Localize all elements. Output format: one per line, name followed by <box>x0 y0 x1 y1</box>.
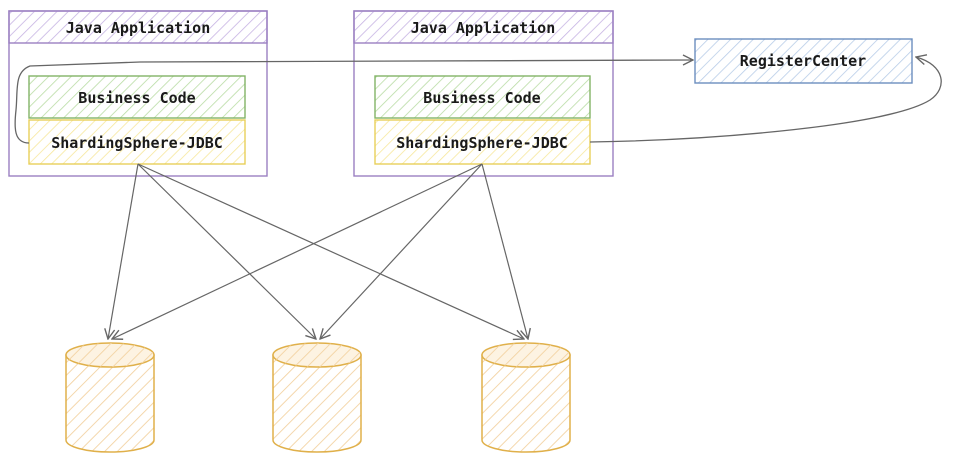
business-code-label-2: Business Code <box>423 89 540 107</box>
business-code-box-2 <box>374 75 591 119</box>
java-application-1: Java Application Business Code ShardingS… <box>8 10 268 177</box>
app-title-1: Java Application <box>66 19 211 37</box>
app-header-1 <box>8 10 268 44</box>
jdbc-box-2 <box>374 119 591 165</box>
jdbc1-to-db1-arrow <box>108 163 139 339</box>
java-application-2: Java Application Business Code ShardingS… <box>353 10 614 177</box>
business-code-label-1: Business Code <box>78 89 195 107</box>
jdbc2-to-register-arrow <box>589 57 942 143</box>
jdbc1-to-db2-arrow <box>137 163 316 339</box>
database-connections <box>108 163 528 339</box>
jdbc2-to-db2-arrow <box>320 163 483 339</box>
jdbc-label-2: ShardingSphere-JDBC <box>396 134 568 152</box>
jdbc-box-1 <box>28 119 246 165</box>
database-icon <box>272 342 362 453</box>
database-icon <box>481 342 571 453</box>
jdbc1-to-db3-arrow <box>137 163 524 339</box>
jdbc1-to-register-arrow <box>14 60 693 144</box>
jdbc-label-1: ShardingSphere-JDBC <box>51 134 223 152</box>
app-title-2: Java Application <box>411 19 556 37</box>
register-center-box <box>694 38 913 84</box>
jdbc2-to-db3-arrow <box>481 163 528 339</box>
register-center: RegisterCenter <box>694 38 913 84</box>
jdbc2-to-db1-arrow <box>112 163 483 339</box>
database-icon <box>65 342 155 453</box>
app-header-2 <box>353 10 614 44</box>
business-code-box-1 <box>28 75 246 119</box>
register-center-label: RegisterCenter <box>740 52 866 70</box>
